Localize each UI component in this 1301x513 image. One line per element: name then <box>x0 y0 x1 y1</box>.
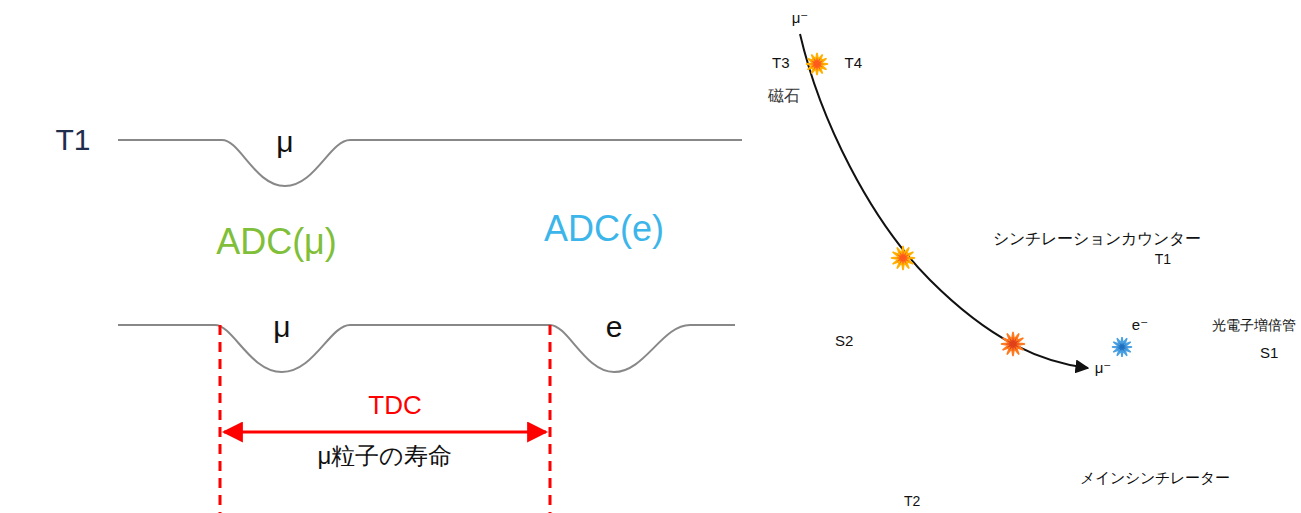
label-anchor: e <box>606 310 623 344</box>
node-text: 光電子増倍管 <box>1212 316 1296 334</box>
pulse-label: μ <box>276 125 293 159</box>
node-text: μ⁻ <box>792 9 809 27</box>
particle-circle: μ⁻ <box>784 2 816 34</box>
magnet-block-outline <box>760 74 866 142</box>
trigger-counter-plate: T2 <box>888 492 1230 510</box>
scintillation-counter-plate-outline <box>875 252 1247 270</box>
start-marker-line <box>219 325 222 513</box>
trigger-counter-plate-outline <box>888 492 1230 510</box>
particle-circle: e⁻ <box>1125 310 1155 340</box>
main-scintillator-box: メインシンチレーター μ⁻ e⁻ <box>880 270 1242 492</box>
label-anchor: TDC <box>368 390 421 420</box>
s1-signal-trace <box>118 325 735 372</box>
tdc-interval-arrow <box>224 431 546 434</box>
node-text: シンチレーションカウンター <box>993 228 1251 250</box>
node-text: T1 <box>55 123 90 157</box>
tdc-label: TDC <box>368 390 421 420</box>
label-anchor: μ <box>276 125 293 159</box>
particle-circle: μ⁻ <box>1088 353 1118 383</box>
trigger-counter-plate-shape <box>888 492 1230 510</box>
trigger-counter-plate: T3 T4 <box>758 52 886 74</box>
magnet-block-outline <box>760 74 866 142</box>
node-text: S2 <box>835 332 853 350</box>
photomultiplier-tube: S2 <box>830 318 882 364</box>
photomultiplier-tube-outline <box>832 320 856 362</box>
signal-source-box: S1 <box>28 305 118 349</box>
t1-signal-trace <box>118 140 742 186</box>
photomultiplier-tube-outline <box>1240 336 1301 376</box>
trigger-counter-plate-outline <box>888 492 1230 510</box>
node-text: 磁石 <box>768 86 800 106</box>
main-scintillator-box-shape <box>880 270 1242 492</box>
label-anchor: μ <box>273 310 290 344</box>
node-text: ADC(μ) <box>216 221 337 263</box>
node-text: e⁻ <box>1132 316 1148 334</box>
node-text: S1 <box>1260 344 1278 362</box>
node-text: T4 <box>844 53 862 73</box>
node-text: T2 <box>904 492 920 510</box>
trigger-counter-plate-outline <box>758 52 886 74</box>
magnet-block-shape <box>760 74 866 142</box>
photomultiplier-tube: 光電子増倍管 S1 <box>1210 316 1298 378</box>
pulse-label: μ <box>273 310 290 344</box>
magnet-block: 磁石 <box>760 74 866 142</box>
adc-gate-box: ADC(e) <box>520 200 688 408</box>
node-text: ADC(e) <box>544 208 664 250</box>
stop-marker-line <box>549 325 552 513</box>
signal-source-box: T1 <box>28 118 118 162</box>
particle-trajectory <box>800 34 1088 368</box>
node-text: S1 <box>55 310 92 344</box>
node-text: μ⁻ <box>1095 359 1112 377</box>
hit-burst <box>806 53 828 75</box>
hit-burst <box>1112 337 1132 357</box>
node-text: T3 <box>772 53 790 73</box>
magnet-block-outline <box>866 52 886 142</box>
scintillation-counter-plate: シンチレーションカウンターT1 <box>875 228 1251 270</box>
node-text: T1 <box>1155 250 1171 268</box>
hit-burst <box>1001 332 1025 356</box>
pulse-label: e <box>606 310 623 344</box>
lifetime-label: μ粒子の寿命 <box>318 442 453 470</box>
node-text: メインシンチレーター <box>1080 468 1230 488</box>
label-anchor: μ粒子の寿命 <box>318 442 453 470</box>
hit-burst <box>891 246 915 270</box>
